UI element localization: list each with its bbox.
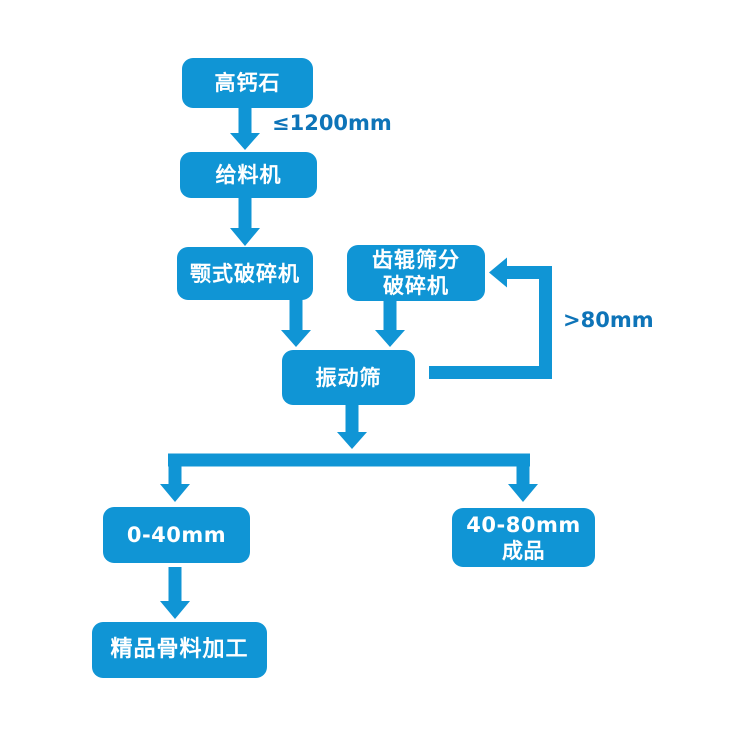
node-roller-crusher: 齿辊筛分 破碎机	[347, 245, 485, 301]
feedback-loop-arrow	[429, 257, 552, 379]
node-jaw-crusher-label: 颚式破碎机	[190, 261, 300, 286]
arrow-feeder-to-jaw-crusher	[230, 197, 260, 246]
node-source-label: 高钙石	[214, 71, 281, 95]
edge-label-feed-size: ≤1200mm	[272, 111, 392, 135]
branch-connector	[160, 453, 538, 502]
node-jaw-crusher: 颚式破碎机	[177, 247, 313, 300]
node-vibrating-screen: 振动筛	[282, 350, 415, 405]
node-source: 高钙石	[182, 58, 313, 108]
node-product-40-80-label-line2: 成品	[502, 538, 545, 563]
arrow-jaw-crusher-to-screen	[281, 299, 311, 347]
arrow-screen-to-junction	[337, 404, 367, 449]
edge-label-oversize-return: >80mm	[563, 308, 654, 332]
node-product-40-80-label-line1: 40-80mm	[466, 512, 581, 537]
node-feeder-label: 给料机	[215, 163, 282, 187]
arrow-product-to-aggregate	[160, 567, 190, 619]
node-vibrating-screen-label: 振动筛	[315, 365, 382, 390]
node-product-40-80: 40-80mm 成品	[452, 508, 595, 567]
node-roller-crusher-label-line1: 齿辊筛分	[372, 248, 460, 272]
node-feeder: 给料机	[180, 152, 317, 198]
node-aggregate-processing: 精品骨料加工	[92, 622, 267, 678]
arrow-roller-crusher-to-screen	[375, 300, 405, 347]
node-product-0-40: 0-40mm	[103, 507, 250, 563]
node-aggregate-processing-label: 精品骨料加工	[110, 637, 249, 662]
node-product-0-40-label: 0-40mm	[126, 523, 227, 547]
node-roller-crusher-label-line2: 破碎机	[383, 274, 449, 298]
arrow-source-to-feeder	[230, 107, 260, 150]
